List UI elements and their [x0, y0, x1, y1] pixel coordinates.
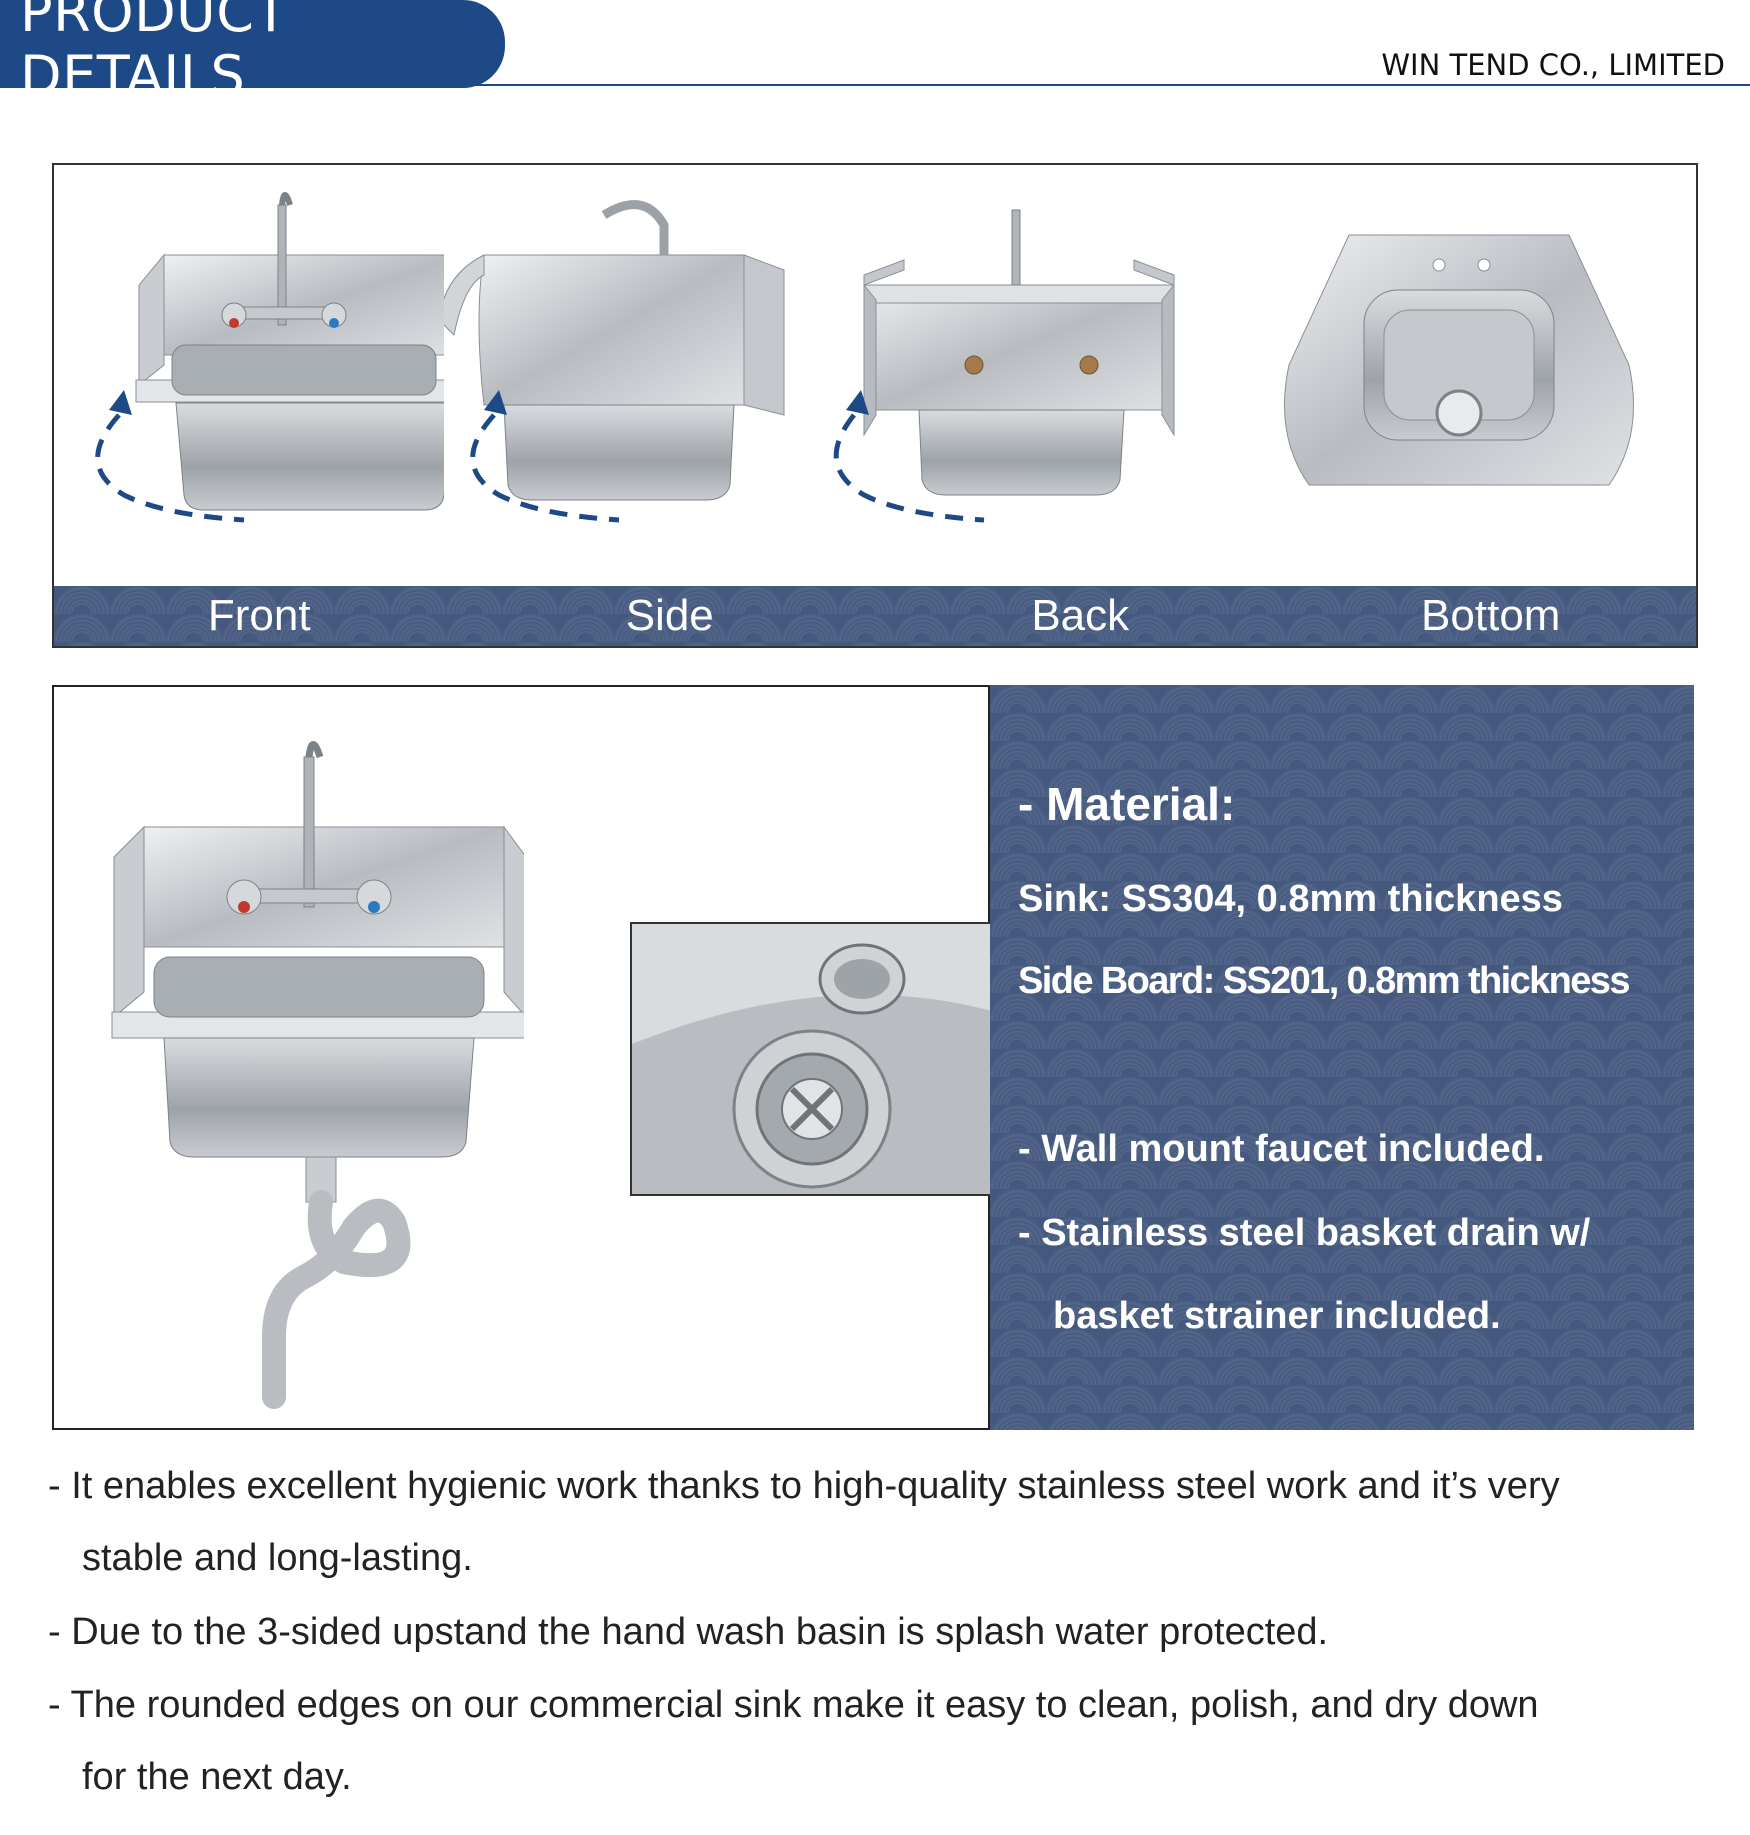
feature-bullet-upstand-line1: - Due to the 3-sided upstand the hand wa… [48, 1611, 1329, 1653]
spec-side-board: Side Board: SS201, 0.8mm thickness [1018, 960, 1630, 1002]
view-label-bottom: Bottom [1421, 591, 1561, 640]
bottom-view-image [1284, 234, 1634, 486]
feature-bullet-hygiene: - It enables excellent hygienic work tha… [48, 1450, 1718, 1594]
feature-bullet-edges-line2: for the next day. [82, 1756, 352, 1798]
specification-panel: - Material: Sink: SS304, 0.8mm thickness… [990, 685, 1694, 1430]
header-tab: PRODUCT DETAILS [0, 0, 505, 107]
feature-bullet-edges: - The rounded edges on our commercial si… [48, 1669, 1718, 1813]
spec-faucet: - Wall mount faucet included. [1018, 1128, 1545, 1170]
product-detail-panel [52, 685, 1004, 1430]
material-heading: - Material: [1018, 778, 1236, 830]
side-view-image [444, 200, 785, 523]
front-view-image [95, 192, 444, 523]
product-views-panel: Front Side Back Bottom [52, 163, 1698, 648]
sink-main-image [111, 741, 524, 1409]
header-rule [0, 84, 1750, 86]
view-label-back: Back [1031, 591, 1130, 640]
spec-drain-line-2: basket strainer included. [1053, 1295, 1501, 1337]
feature-bullet-hygiene-line1: - It enables excellent hygienic work tha… [48, 1465, 1560, 1507]
drain-closeup-image [630, 922, 1004, 1196]
company-name: WIN TEND CO., LIMITED [1381, 48, 1725, 82]
feature-bullet-hygiene-line2: stable and long-lasting. [82, 1537, 473, 1579]
view-label-front: Front [207, 591, 311, 640]
view-label-side: Side [625, 591, 714, 640]
feature-bullet-edges-line1: - The rounded edges on our commercial si… [48, 1684, 1539, 1726]
feature-bullet-upstand: - Due to the 3-sided upstand the hand wa… [48, 1596, 1718, 1668]
spec-drain-line-1: - Stainless steel basket drain w/ [1018, 1212, 1591, 1254]
view-label-strip: Front Side Back Bottom [54, 586, 1696, 646]
back-view-image [833, 209, 1175, 523]
page-title: PRODUCT DETAILS [20, 0, 288, 107]
spec-sink: Sink: SS304, 0.8mm thickness [1018, 878, 1563, 920]
